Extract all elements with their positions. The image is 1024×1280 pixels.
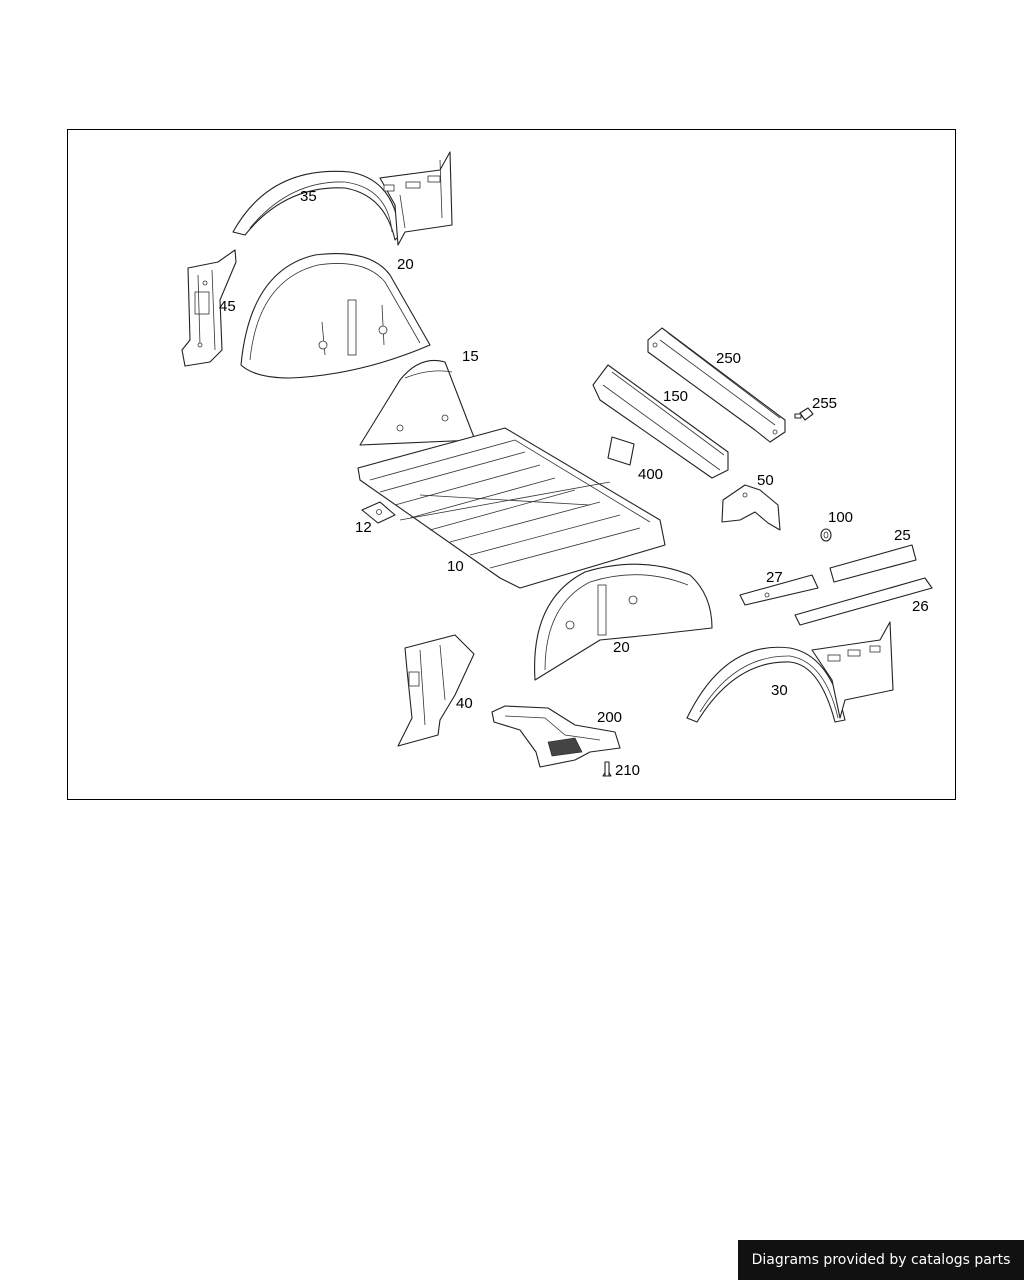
part-26-insulation-strip[interactable] <box>794 577 933 626</box>
part-200-bracket-assembly[interactable] <box>491 705 621 768</box>
callout-30: 30 <box>771 682 788 699</box>
part-40-pillar[interactable] <box>397 634 475 747</box>
callout-35: 35 <box>300 188 317 205</box>
callout-27: 27 <box>766 569 783 586</box>
part-250-cross-member[interactable] <box>647 327 786 443</box>
part-12-small-plate[interactable] <box>361 501 396 524</box>
footer-credit-badge: Diagrams provided by catalogs parts <box>738 1240 1024 1280</box>
callout-26: 26 <box>912 598 929 615</box>
callout-250: 250 <box>716 350 741 367</box>
callout-50: 50 <box>757 472 774 489</box>
callout-200: 200 <box>597 709 622 726</box>
part-100-grommet[interactable] <box>820 528 832 542</box>
callout-12: 12 <box>355 519 372 536</box>
callout-20-lower: 20 <box>613 639 630 656</box>
part-15-panel[interactable] <box>359 359 476 446</box>
part-10-floor-panel[interactable] <box>357 427 666 589</box>
diagram-frame <box>67 129 956 800</box>
callout-400: 400 <box>638 466 663 483</box>
callout-150: 150 <box>663 388 688 405</box>
part-27-bracket-plate[interactable] <box>739 574 819 606</box>
callout-210: 210 <box>615 762 640 779</box>
part-20-inner-wheel-arch-upper[interactable] <box>240 253 431 379</box>
callout-45: 45 <box>219 298 236 315</box>
callout-20-upper: 20 <box>397 256 414 273</box>
callout-100: 100 <box>828 509 853 526</box>
callout-10: 10 <box>447 558 464 575</box>
part-25-insulation-pad[interactable] <box>829 544 917 583</box>
callout-255: 255 <box>812 395 837 412</box>
part-45-pillar-bracket[interactable] <box>181 249 237 367</box>
part-150-rear-member[interactable] <box>592 364 729 479</box>
part-210-bolt[interactable] <box>602 761 612 777</box>
callout-15: 15 <box>462 348 479 365</box>
part-35-wheel-arch-outer[interactable] <box>232 151 453 246</box>
callout-25: 25 <box>894 527 911 544</box>
part-255-bolt[interactable] <box>794 407 814 421</box>
callout-40: 40 <box>456 695 473 712</box>
part-400-label-plate[interactable] <box>607 436 635 466</box>
part-20-inner-wheel-arch-lower[interactable] <box>534 563 713 681</box>
part-30-wheel-arch-outer[interactable] <box>686 621 894 723</box>
part-50-bracket[interactable] <box>721 484 781 531</box>
